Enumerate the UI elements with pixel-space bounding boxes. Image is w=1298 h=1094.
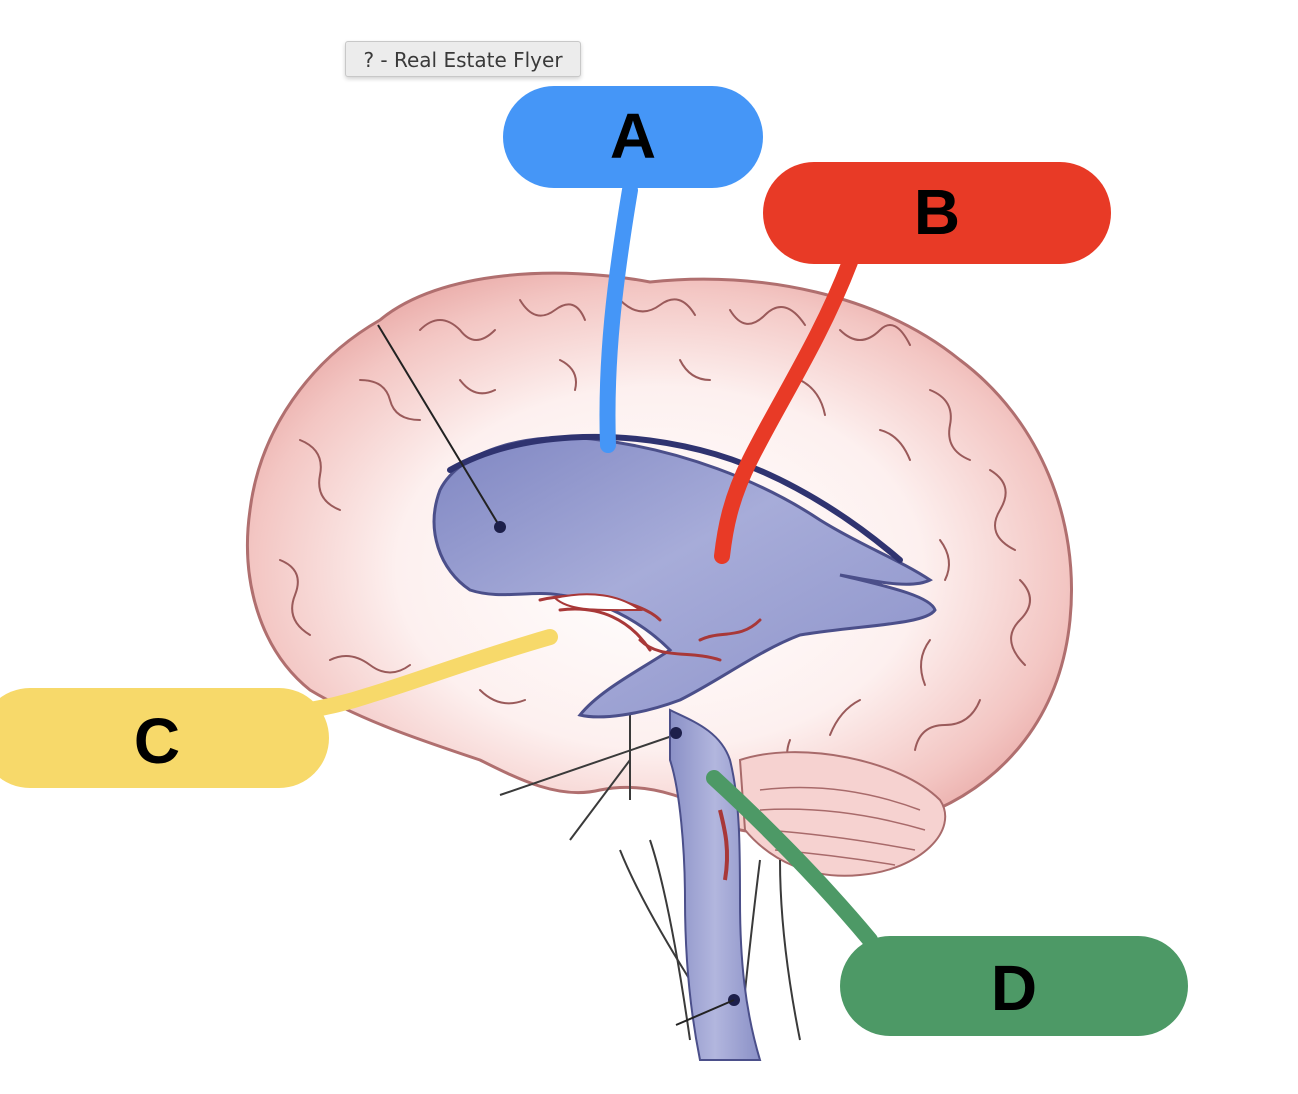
label-c-pill[interactable]: [0, 688, 329, 788]
label-a-group[interactable]: A: [503, 86, 763, 453]
label-a-leader: [599, 182, 638, 453]
label-c-text: C: [134, 705, 180, 777]
label-b-pill[interactable]: [763, 162, 1111, 264]
brainstem: [669, 708, 762, 1061]
label-d-pill[interactable]: [840, 936, 1188, 1036]
original-pointers: [377, 324, 740, 1026]
label-c-leader: [292, 629, 558, 720]
lateral-ventricle: [432, 433, 937, 719]
label-d-text: D: [991, 952, 1037, 1024]
label-a-text: A: [610, 100, 656, 172]
label-c-group[interactable]: C: [0, 629, 558, 788]
label-a-pill[interactable]: [503, 86, 763, 188]
label-b-leader: [714, 254, 858, 564]
tooltip: ? - Real Estate Flyer: [345, 41, 581, 77]
label-d-leader: [706, 770, 878, 948]
label-d-group[interactable]: D: [706, 770, 1188, 1036]
label-b-text: B: [914, 176, 960, 248]
label-b-group[interactable]: B: [714, 162, 1111, 564]
